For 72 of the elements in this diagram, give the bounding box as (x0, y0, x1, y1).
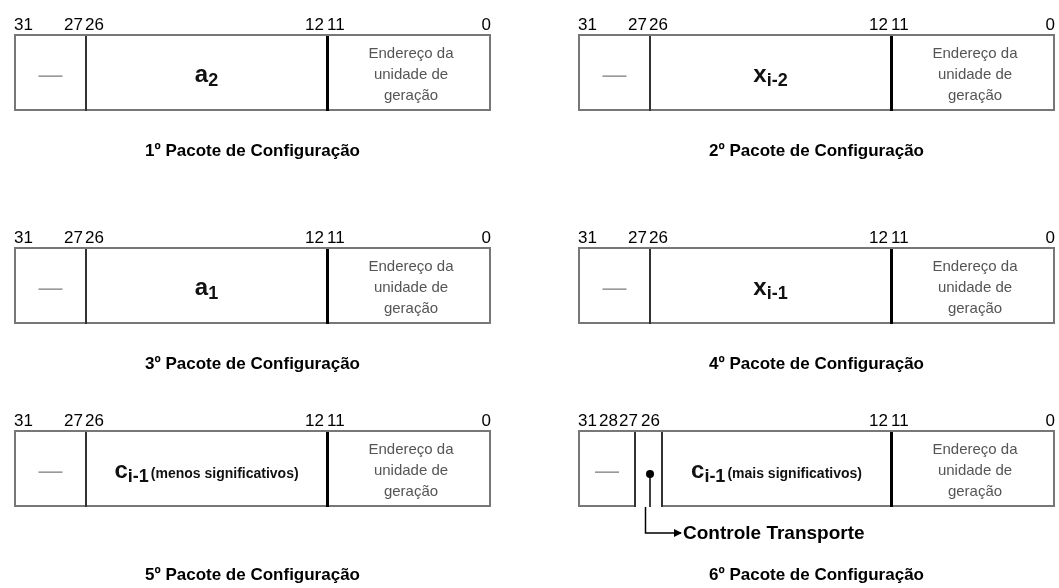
bit-field (634, 432, 661, 507)
bit-number: 31 (14, 412, 33, 429)
bit-number: 27 (628, 229, 647, 246)
packet-caption: 4º Pacote de Configuração (708, 354, 925, 374)
packet-caption: 5º Pacote de Configuração (144, 565, 361, 585)
bit-number: 27 (64, 16, 83, 33)
field-text: — (602, 61, 627, 86)
register-box (578, 247, 1055, 324)
register-box (14, 430, 491, 507)
packet-caption: 2º Pacote de Configuração (708, 141, 925, 161)
bit-number: 26 (85, 16, 104, 33)
bit-number: 26 (85, 412, 104, 429)
bit-number: 12 (869, 412, 888, 429)
field-text: a$_{2}$ (194, 61, 219, 86)
field-text: Endereço da unidade de geração (367, 256, 455, 318)
register-box (14, 247, 491, 324)
bit-number: 27 (64, 229, 83, 246)
field-note: (mais significativos) (727, 465, 862, 480)
bit-number: 12 (869, 229, 888, 246)
packet-caption: 1º Pacote de Configuração (144, 141, 361, 161)
field-note: (menos significativos) (150, 465, 299, 480)
field-text: Endereço da unidade de geração (931, 439, 1019, 501)
packet-caption: 6º Pacote de Configuração (708, 565, 925, 585)
bit-number: 27 (619, 412, 638, 429)
bit-number: 11 (891, 412, 909, 429)
bit-number: 27 (628, 16, 647, 33)
bit-number: 26 (85, 229, 104, 246)
field-text: Endereço da unidade de geração (931, 43, 1019, 105)
bit-number: 0 (1045, 16, 1055, 33)
bit-number: 0 (481, 16, 491, 33)
bit-number: 11 (327, 16, 345, 33)
field-text: Endereço da unidade de geração (367, 439, 455, 501)
register-box (578, 34, 1055, 111)
bit-number: 0 (481, 229, 491, 246)
bit-number: 12 (305, 412, 324, 429)
bit-number: 27 (64, 412, 83, 429)
bit-number: 11 (891, 16, 909, 33)
bit-number: 31 (14, 16, 33, 33)
field-text: — (38, 274, 63, 299)
register-box (14, 34, 491, 111)
field-text: a$_{1}$ (194, 274, 219, 299)
bit-number: 11 (327, 412, 345, 429)
bit-number: 28 (599, 412, 618, 429)
field-text: — (602, 274, 627, 299)
packet-caption: 3º Pacote de Configuração (144, 354, 361, 374)
bit-number: 26 (649, 229, 668, 246)
bit-number: 0 (1045, 412, 1055, 429)
bit-number: 31 (14, 229, 33, 246)
bit-number: 31 (578, 412, 597, 429)
bit-number: 26 (641, 412, 660, 429)
bit-number: 12 (869, 16, 888, 33)
bit-number: 26 (649, 16, 668, 33)
field-text: — (595, 457, 619, 482)
bit-number: 12 (305, 229, 324, 246)
bit-number: 12 (305, 16, 324, 33)
field-text: — (38, 61, 63, 86)
field-text: c$_{i-1}$ (114, 457, 149, 482)
field-text: Endereço da unidade de geração (367, 43, 455, 105)
bit-number: 31 (578, 16, 597, 33)
field-text: x$_{i-1}$ (753, 274, 788, 299)
bit-number: 0 (481, 412, 491, 429)
bit-number: 11 (891, 229, 909, 246)
bit-number: 11 (327, 229, 345, 246)
field-text: x$_{i-2}$ (753, 61, 788, 86)
field-text: — (38, 457, 63, 482)
field-text: Endereço da unidade de geração (931, 256, 1019, 318)
bit-number: 0 (1045, 229, 1055, 246)
field-text: c$_{i-1}$ (691, 457, 726, 482)
arrow (644, 506, 682, 537)
annotation-text: Controle Transporte (683, 521, 865, 545)
bit-number: 31 (578, 229, 597, 246)
register-box (578, 430, 1055, 507)
